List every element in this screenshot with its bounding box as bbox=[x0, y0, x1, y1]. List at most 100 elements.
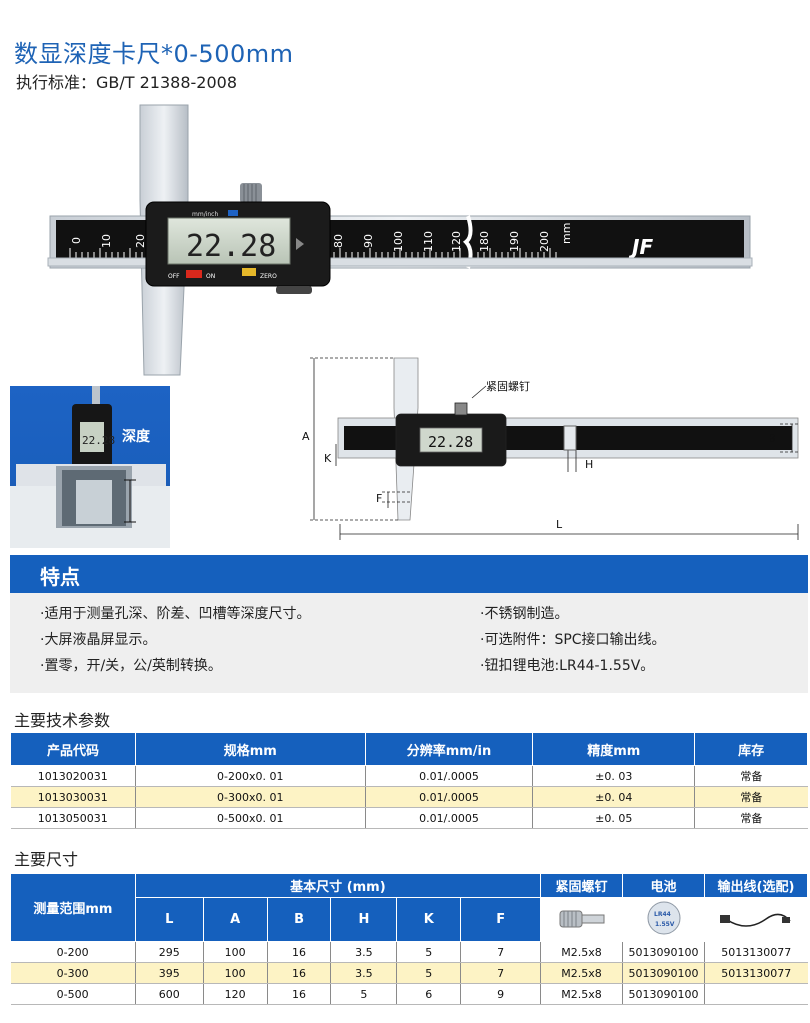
scale-label: 90 bbox=[362, 234, 375, 248]
table-cell: M2.5x8 bbox=[540, 941, 624, 963]
table-cell: 0-200x0. 01 bbox=[135, 765, 366, 787]
table-cell: 0.01/.0005 bbox=[365, 765, 534, 787]
feature-item: ·钮扣锂电池:LR44-1.55V。 bbox=[480, 658, 655, 674]
table-cell: 7 bbox=[460, 962, 542, 984]
table-cell: 1013020031 bbox=[10, 765, 136, 787]
table-cell: 5013090100 bbox=[622, 941, 705, 963]
scale-label: 200 bbox=[538, 231, 551, 252]
scale-label: 190 bbox=[508, 231, 521, 252]
table-cell: 常备 bbox=[694, 765, 808, 787]
scale-label: 10 bbox=[100, 234, 113, 248]
cable-icon bbox=[704, 897, 808, 942]
table-cell: 0-500 bbox=[10, 983, 136, 1005]
table-cell: M2.5x8 bbox=[540, 983, 624, 1005]
features-title: 特点 bbox=[40, 565, 80, 589]
acc-header: 电池 bbox=[622, 873, 705, 898]
acc-header: 紧固螺钉 bbox=[540, 873, 624, 898]
dims-table: 测量范围mm 基本尺寸 (mm) 紧固螺钉 电池 输出线(选配) LR44 1.… bbox=[10, 873, 808, 1005]
table-cell: 0-200 bbox=[10, 941, 136, 963]
table-cell: 16 bbox=[267, 941, 332, 963]
table-cell: 5 bbox=[330, 983, 398, 1005]
dims-subheader: A bbox=[202, 897, 268, 942]
zero-label: ZERO bbox=[260, 273, 277, 280]
feature-item: ·置零，开/关，公/英制转换。 bbox=[40, 658, 222, 674]
table-row: 0-300 395 100 16 3.5 5 7 M2.5x8 50130901… bbox=[10, 962, 808, 984]
scale-label: 180 bbox=[478, 231, 491, 252]
feature-item: ·适用于测量孔深、阶差、凹槽等深度尺寸。 bbox=[40, 606, 311, 622]
table-cell: 0-500x0. 01 bbox=[135, 807, 366, 829]
scale-label: 120 bbox=[450, 231, 463, 252]
dim-h: H bbox=[585, 458, 593, 471]
table-cell: 120 bbox=[203, 983, 268, 1005]
scale-label: 100 bbox=[392, 231, 405, 252]
on-label: ON bbox=[206, 273, 215, 280]
table-cell: 1013030031 bbox=[10, 786, 136, 808]
table-row: 1013050031 0-500x0. 01 0.01/.0005 ±0. 05… bbox=[10, 807, 808, 829]
diagram-lcd-value: 22.28 bbox=[428, 433, 473, 451]
screw-icon bbox=[540, 897, 624, 942]
logo-text: JF bbox=[628, 235, 653, 259]
table-row: 0-500 600 120 16 5 6 9 M2.5x8 5013090100 bbox=[10, 983, 808, 1005]
table-cell: ±0. 05 bbox=[532, 807, 696, 829]
features-header: 特点 bbox=[10, 555, 808, 593]
dims-subheader: B bbox=[266, 897, 332, 942]
features-panel: ·适用于测量孔深、阶差、凹槽等深度尺寸。 ·大屏液晶屏显示。 ·置零，开/关，公… bbox=[10, 593, 808, 693]
dims-title: 主要尺寸 bbox=[14, 850, 79, 869]
table-cell: 7 bbox=[460, 941, 542, 963]
scale-label: 80 bbox=[332, 234, 345, 248]
dims-subheader: K bbox=[396, 897, 462, 942]
specs-table: 产品代码 规格mm 分辨率mm/in 精度mm 库存 1013020031 0-… bbox=[10, 732, 808, 829]
table-row: 0-200 295 100 16 3.5 5 7 M2.5x8 50130901… bbox=[10, 941, 808, 963]
usage-photo: 22.28 深度 bbox=[10, 386, 170, 548]
battery-icon: LR44 1.55V bbox=[622, 897, 705, 942]
scale-label: 20 bbox=[134, 234, 147, 248]
table-cell: 9 bbox=[460, 983, 542, 1005]
screw-label: 紧固螺钉 bbox=[486, 380, 530, 393]
dim-b: B bbox=[768, 432, 776, 445]
table-cell: 0-300 bbox=[10, 962, 136, 984]
dimension-diagram: 22.28 紧固螺钉 A K B H F L bbox=[302, 357, 800, 540]
table-cell: 100 bbox=[203, 962, 268, 984]
specs-header: 产品代码 bbox=[10, 732, 136, 766]
table-cell: 600 bbox=[135, 983, 204, 1005]
table-cell: 3.5 bbox=[330, 962, 398, 984]
table-row: 1013020031 0-200x0. 01 0.01/.0005 ±0. 03… bbox=[10, 765, 808, 787]
dim-a: A bbox=[302, 430, 310, 443]
unit-label: mm bbox=[560, 223, 573, 244]
table-cell: 100 bbox=[203, 941, 268, 963]
specs-header: 分辨率mm/in bbox=[364, 732, 534, 766]
scale-label: 0 bbox=[70, 237, 83, 244]
standard-text: 执行标准：GB/T 21388-2008 bbox=[16, 73, 238, 92]
scale-label: 110 bbox=[422, 231, 435, 252]
dim-f: F bbox=[376, 492, 382, 505]
photo-label: 深度 bbox=[122, 429, 150, 445]
feature-item: ·可选附件：SPC接口输出线。 bbox=[480, 632, 666, 648]
feature-item: ·大屏液晶屏显示。 bbox=[40, 632, 157, 648]
brand-mark: mm/inch bbox=[192, 211, 218, 218]
feature-item: ·不锈钢制造。 bbox=[480, 606, 569, 622]
svg-text:22.28: 22.28 bbox=[82, 434, 115, 447]
table-cell: 0-300x0. 01 bbox=[135, 786, 366, 808]
specs-title: 主要技术参数 bbox=[14, 711, 111, 730]
dim-l: L bbox=[556, 518, 563, 531]
dims-subheader: L bbox=[134, 897, 204, 942]
table-cell: 0.01/.0005 bbox=[365, 807, 534, 829]
dims-subheader: F bbox=[460, 897, 542, 942]
table-cell: 3.5 bbox=[330, 941, 398, 963]
table-cell: 6 bbox=[396, 983, 462, 1005]
range-header: 测量范围mm bbox=[10, 873, 136, 942]
table-cell: ±0. 03 bbox=[532, 765, 696, 787]
table-cell: 295 bbox=[135, 941, 204, 963]
table-row: 1013030031 0-300x0. 01 0.01/.0005 ±0. 04… bbox=[10, 786, 808, 808]
table-cell: 5013130077 bbox=[704, 941, 808, 963]
table-cell: 5 bbox=[396, 941, 462, 963]
off-label: OFF bbox=[168, 273, 180, 280]
table-cell: 5013090100 bbox=[622, 962, 705, 984]
table-cell bbox=[704, 983, 808, 1005]
page-title: 数显深度卡尺*0-500mm bbox=[14, 40, 294, 68]
acc-header: 输出线(选配) bbox=[704, 873, 808, 898]
lcd-value: 22.28 bbox=[186, 229, 276, 264]
specs-header: 精度mm bbox=[532, 732, 696, 766]
table-cell: 常备 bbox=[694, 786, 808, 808]
table-cell: 16 bbox=[267, 983, 332, 1005]
